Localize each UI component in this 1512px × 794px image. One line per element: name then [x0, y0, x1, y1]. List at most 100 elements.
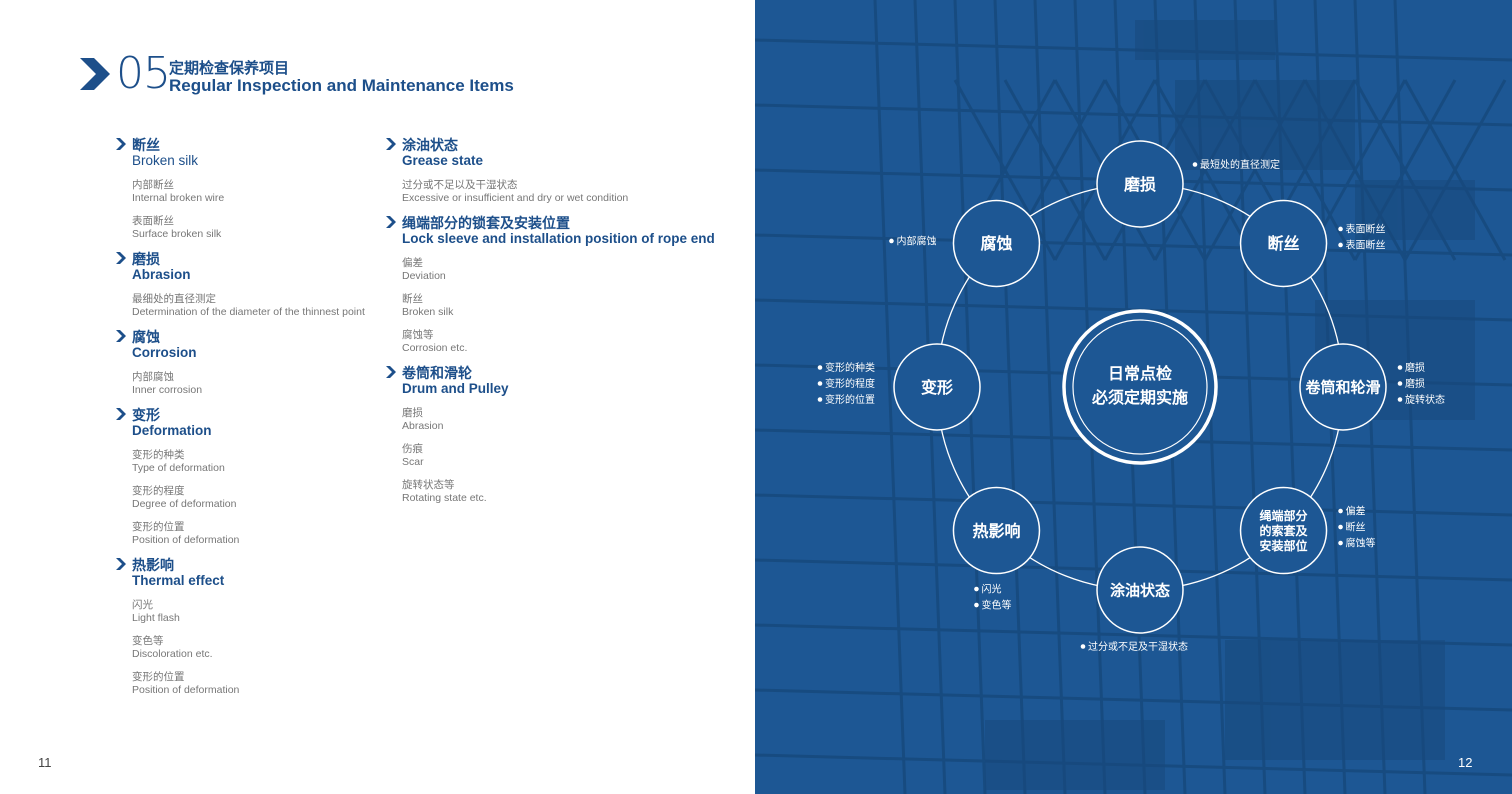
annotation-text: 断丝 [1346, 521, 1366, 534]
annotation-text: 磨损 [1405, 361, 1425, 374]
item-title-cn: 涂油状态 [402, 137, 458, 153]
node-label: 热影响 [972, 521, 1020, 540]
item-title-en: Lock sleeve and installation position of… [402, 231, 715, 246]
section-chevron-icon [80, 58, 110, 90]
node-label: 断丝 [1268, 234, 1300, 253]
sub-item-en: Rotating state etc. [402, 492, 487, 504]
item-title-en: Drum and Pulley [402, 381, 509, 396]
bullet-icon [974, 602, 979, 608]
right-page: 日常点检必须定期实施磨损最短处的直径测定断丝表面断丝表面断丝卷筒和轮滑磨损磨损旋… [755, 0, 1512, 794]
bullet-icon [1338, 524, 1343, 530]
node-annotations: 最短处的直径测定 [1192, 158, 1280, 171]
chevron-right-icon [116, 138, 126, 150]
bullet-icon [817, 381, 823, 386]
sub-item-en: Degree of deformation [132, 498, 237, 510]
node-annotations: 内部腐蚀 [889, 234, 936, 247]
sub-item-cn: 内部腐蚀 [132, 371, 174, 383]
item-title-en: Broken silk [132, 153, 199, 168]
annotation-text: 最短处的直径测定 [1200, 158, 1280, 171]
annotation-text: 过分或不足及干湿状态 [1088, 640, 1188, 653]
diagram-node-corrosion: 腐蚀 内部腐蚀 [889, 199, 1041, 288]
bullet-icon [817, 397, 823, 402]
annotation-text: 腐蚀等 [1346, 537, 1376, 550]
chevron-right-icon [386, 366, 396, 378]
sub-item-cn: 变形的种类 [132, 449, 185, 461]
sub-item-cn: 断丝 [402, 293, 423, 305]
bullet-icon [1397, 365, 1403, 370]
sub-item-en: Abrasion [402, 420, 444, 432]
annotation-text: 变色等 [981, 599, 1011, 612]
item-title-cn: 绳端部分的锁套及安装位置 [402, 215, 570, 231]
node-label: 涂油状态 [1110, 581, 1170, 599]
annotation-text: 内部腐蚀 [896, 234, 936, 247]
annotation-text: 变形的种类 [825, 361, 875, 374]
sub-item-cn: 偏差 [402, 257, 423, 269]
item-title-cn: 磨损 [132, 251, 160, 267]
node-label: 腐蚀 [980, 234, 1012, 253]
sub-item-en: Position of deformation [132, 684, 240, 696]
item-title-cn: 热影响 [132, 557, 174, 573]
bullet-icon [817, 365, 823, 370]
sub-item-cn: 腐蚀等 [402, 329, 434, 341]
sub-item-cn: 磨损 [402, 407, 423, 419]
item-title-en: Corrosion [132, 345, 197, 360]
sub-item-cn: 表面断丝 [132, 215, 174, 227]
section-number: 05 [116, 48, 171, 99]
bullet-icon [1338, 242, 1343, 248]
annotation-text: 偏差 [1346, 505, 1366, 518]
node-label: 的索套及 [1260, 523, 1309, 538]
sub-item-en: Determination of the diameter of the thi… [132, 306, 365, 318]
chevron-right-icon [386, 138, 396, 150]
bullet-icon [1338, 508, 1343, 514]
center-label: 必须定期实施 [1091, 388, 1188, 407]
annotation-text: 磨损 [1405, 377, 1425, 390]
annotation-text: 变形的程度 [825, 377, 875, 390]
sub-item-en: Scar [402, 456, 424, 468]
bullet-icon [1397, 397, 1403, 402]
bullet-icon [1338, 540, 1343, 546]
sub-item-en: Broken silk [402, 306, 454, 318]
sub-item-en: Internal broken wire [132, 192, 225, 204]
chevron-right-icon [116, 408, 126, 420]
annotation-text: 旋转状态 [1405, 393, 1445, 406]
annotation-text: 表面断丝 [1346, 238, 1386, 251]
node-label: 磨损 [1124, 175, 1156, 194]
sub-item-cn: 闪光 [132, 599, 153, 611]
item-title-cn: 变形 [132, 407, 160, 423]
sub-item-en: Inner corrosion [132, 384, 203, 396]
sub-item-cn: 变形的位置 [132, 671, 185, 683]
center-label: 日常点检 [1108, 364, 1172, 383]
sub-item-en: Discoloration etc. [132, 648, 213, 660]
sub-item-en: Excessive or insufficient and dry or wet… [402, 192, 629, 204]
bullet-icon [974, 586, 979, 592]
sub-item-en: Corrosion etc. [402, 342, 468, 354]
page-number-right: 12 [1458, 755, 1473, 770]
diagram-node-wear: 磨损 最短处的直径测定 [1096, 140, 1280, 228]
